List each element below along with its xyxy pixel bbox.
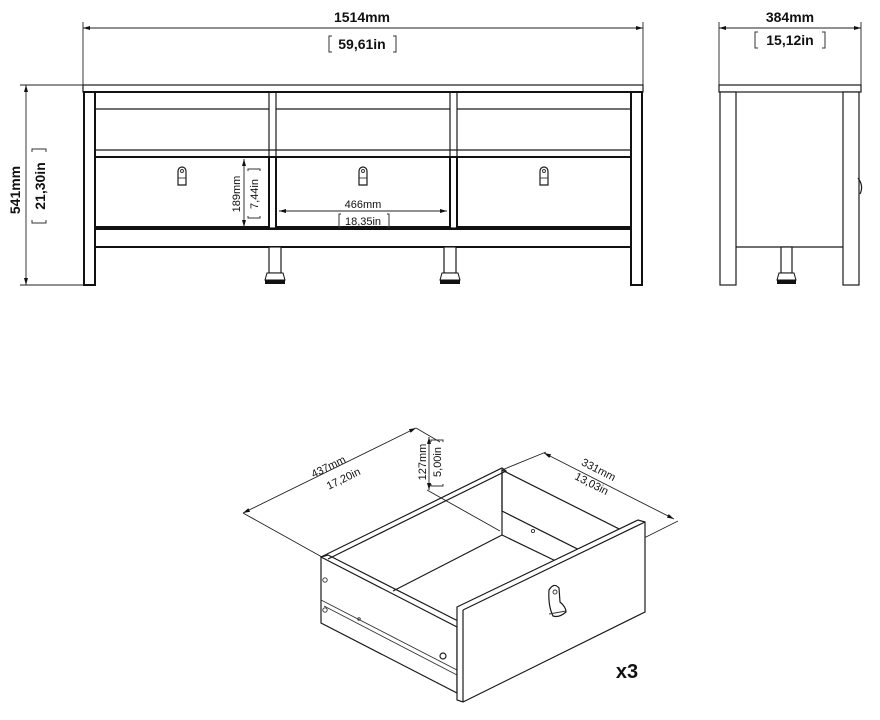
drawer-width-mm-label: 466mm — [345, 199, 382, 211]
drawer-length-dimension: 437mm 17,20in — [242, 427, 441, 558]
drawer-height-iso-mm-label: 127mm — [417, 444, 429, 481]
quantity-label: x3 — [616, 661, 638, 683]
foot-icon — [264, 246, 461, 284]
drawer-width-in-label: 18,35in — [345, 216, 381, 228]
depth-in-label: 15,12in — [766, 32, 813, 48]
drawer-height-in-label: 7,44in — [249, 179, 261, 209]
drawer-handle-icon — [548, 584, 567, 618]
side-view: 384mm 15,12in — [718, 9, 863, 286]
drawer-front-left — [94, 156, 270, 228]
drawer-height-mm-label: 189mm — [231, 176, 243, 213]
drawer-front-right — [456, 156, 632, 228]
drawer-height-iso-dimension: 127mm 5,00in — [417, 437, 501, 532]
drawer-isometric-view: 437mm 17,20in 127mm 5,00in 331mm 13,03in — [242, 427, 679, 703]
height-mm-label: 541mm — [7, 166, 23, 214]
depth-mm-label: 384mm — [766, 9, 814, 25]
drawer-height-dimension: 189mm 7,44in — [231, 159, 261, 227]
drawer-height-iso-in-label: 5,00in — [432, 447, 444, 477]
height-dimension: 541mm 21,30in — [7, 84, 85, 286]
height-in-label: 21,30in — [32, 162, 48, 209]
drawer-front-center — [275, 156, 451, 228]
handle-icon — [177, 166, 549, 186]
width-dimension: 1514mm 59,61in — [82, 9, 644, 88]
width-in-label: 59,61in — [338, 36, 385, 52]
width-mm-label: 1514mm — [334, 9, 390, 25]
drawer-width-dimension: 466mm 18,35in — [279, 199, 447, 228]
front-view: 1514mm 59,61in 541mm 21,30in — [7, 9, 644, 286]
